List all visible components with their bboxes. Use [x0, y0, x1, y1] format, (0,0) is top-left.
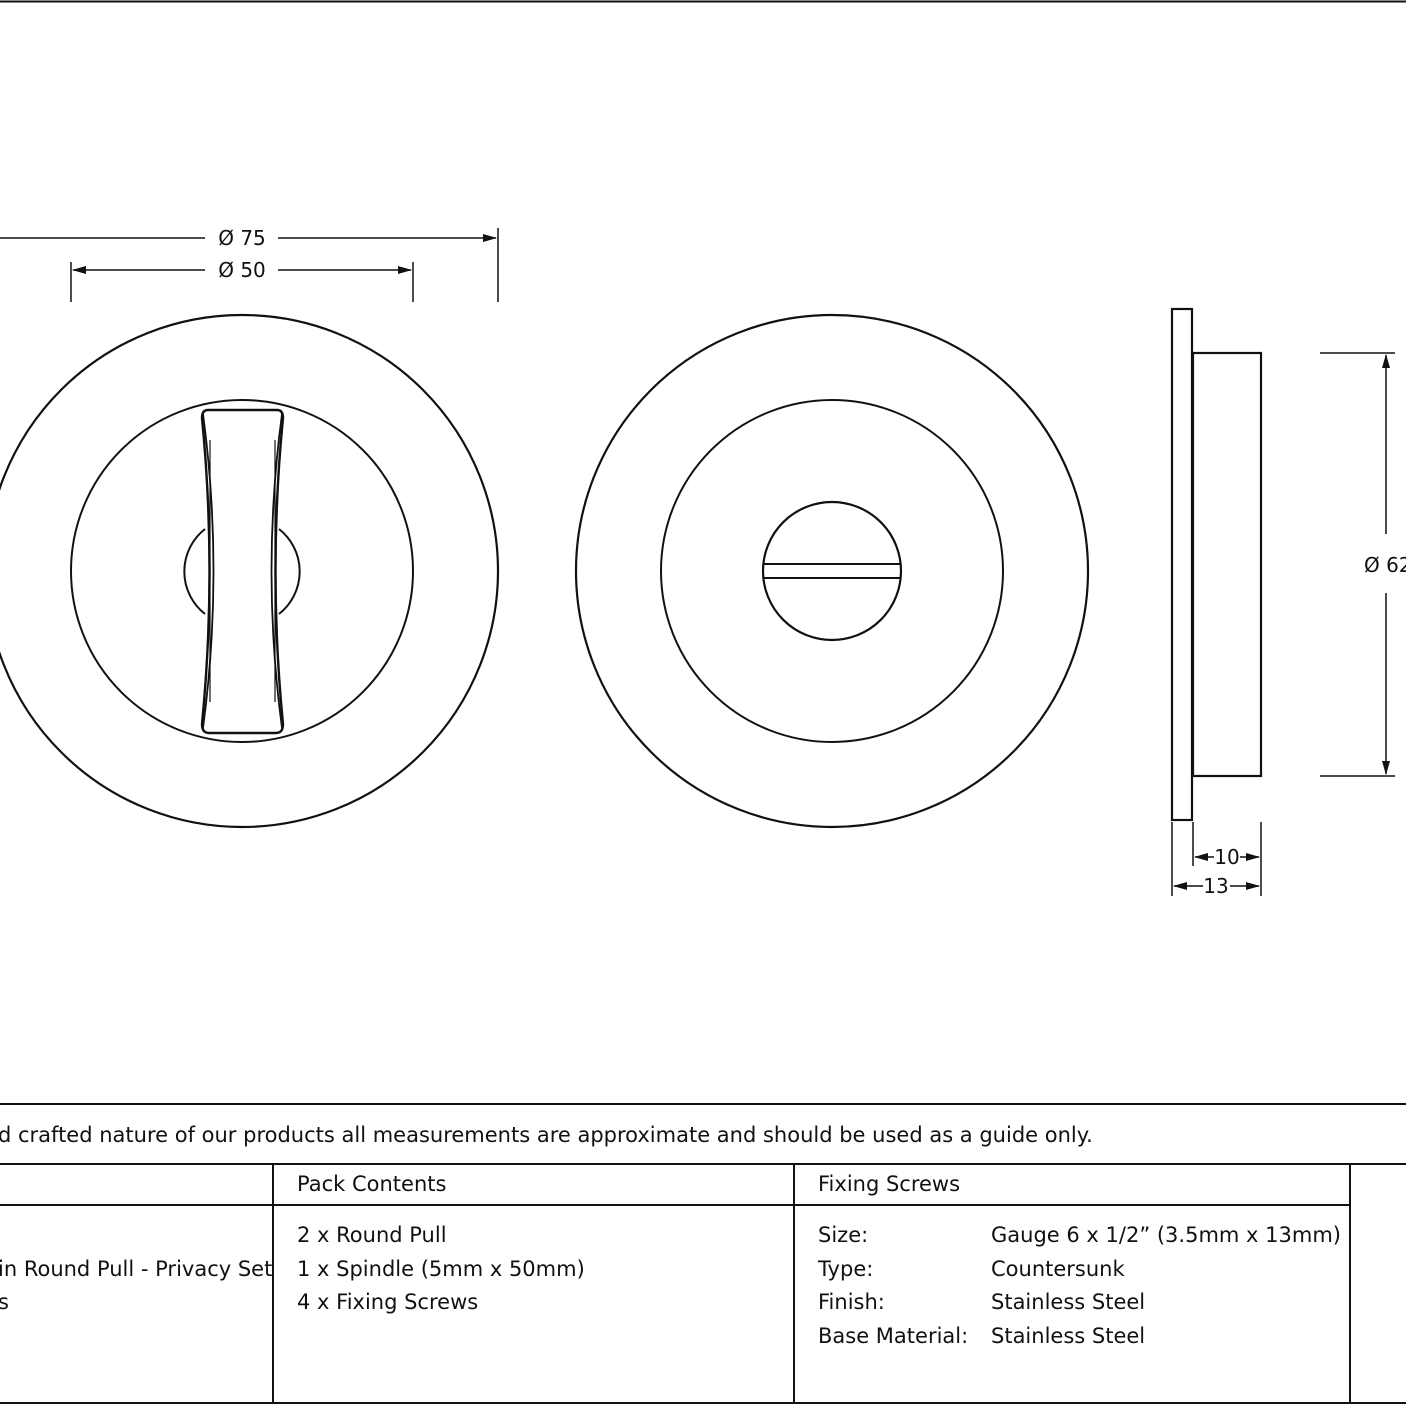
pack-item-2: 1 x Spindle (5mm x 50mm) — [297, 1257, 585, 1281]
turn-handle — [200, 408, 285, 735]
description-line-2: s — [0, 1290, 9, 1314]
info-table: d crafted nature of our products all mea… — [0, 1103, 1406, 1404]
back-view — [574, 313, 1090, 829]
dim-depth-inner: 10 — [1214, 845, 1239, 869]
description-line-1: in Round Pull - Privacy Set — [0, 1257, 272, 1281]
dimension-outer-diameter: Ø 75 — [0, 226, 499, 302]
screw-label-type: Type: — [817, 1257, 873, 1281]
spindle-boss — [183, 528, 301, 615]
side-flange — [1170, 307, 1194, 822]
dimension-side-height: Ø 62 — [1320, 352, 1406, 777]
pack-item-1: 2 x Round Pull — [297, 1223, 447, 1247]
front-inner-rose — [70, 399, 414, 743]
turn-handle-contour-right — [270, 413, 283, 729]
screw-value-type: Countersunk — [991, 1257, 1125, 1281]
side-body — [1191, 351, 1263, 778]
front-outer-rose — [0, 313, 500, 829]
dimension-depth: 10 13 — [1171, 822, 1262, 898]
dim-outer-diameter: Ø 75 — [218, 226, 266, 250]
measurement-notice: d crafted nature of our products all mea… — [0, 1123, 1093, 1147]
back-outer-rose — [574, 313, 1090, 829]
fixing-screws-heading: Fixing Screws — [818, 1172, 960, 1196]
screw-label-size: Size: — [818, 1223, 868, 1247]
screw-value-base-material: Stainless Steel — [991, 1324, 1145, 1348]
turn-handle-contour-left — [202, 413, 215, 729]
pack-item-3: 4 x Fixing Screws — [297, 1290, 478, 1314]
dim-inner-diameter: Ø 50 — [218, 258, 266, 282]
side-view — [1170, 307, 1263, 822]
dimension-inner-diameter: Ø 50 — [70, 258, 414, 302]
screw-label-base-material: Base Material: — [818, 1324, 968, 1348]
emergency-release-disc — [761, 500, 903, 642]
dim-side-height: Ø 62 — [1364, 553, 1406, 577]
screw-value-size: Gauge 6 x 1/2” (3.5mm x 13mm) — [991, 1223, 1341, 1247]
screw-value-finish: Stainless Steel — [991, 1290, 1145, 1314]
back-inner-rose — [660, 399, 1004, 743]
front-view — [0, 313, 500, 829]
dim-depth-total: 13 — [1203, 874, 1228, 898]
pack-contents-heading: Pack Contents — [297, 1172, 446, 1196]
screw-label-finish: Finish: — [818, 1290, 885, 1314]
